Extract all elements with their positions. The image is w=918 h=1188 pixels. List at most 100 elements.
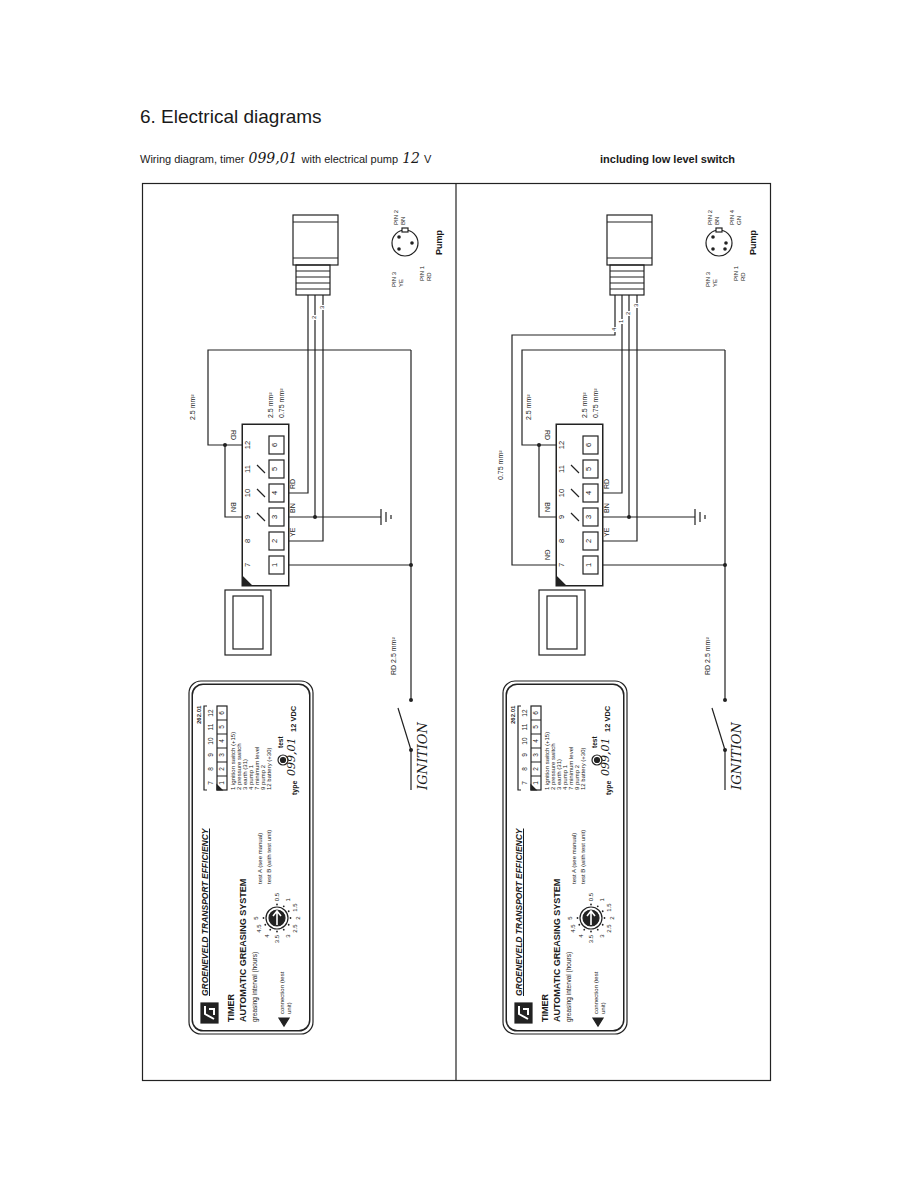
wiring-drawing-part-part <box>263 904 292 933</box>
wiring-drawing-part-part-part <box>276 904 278 906</box>
wiring-drawing-part-part-part <box>590 931 592 933</box>
label-text: 1.5 <box>606 903 613 911</box>
pin-label: PIN 1 RD <box>419 259 432 281</box>
pump-plug: PumpPIN 1 RDPIN 2 BNPIN 3 YE <box>293 195 448 295</box>
label-text: 7 <box>521 776 528 790</box>
label-text: test <box>591 736 598 748</box>
label-text: 1 <box>218 776 225 790</box>
label-text: 2 pressure switch <box>236 743 243 790</box>
wiring-panel: GROENEVELD TRANSPORT EFFICIENCYTIMERAUTO… <box>457 185 769 1080</box>
wiring-drawing-part-part-part <box>290 917 292 919</box>
wire-label: 2.5 mm² <box>189 394 197 420</box>
pin-number: 10 <box>244 481 253 505</box>
handwritten-value: 099,01 <box>249 150 298 166</box>
pin-number: 5 <box>585 457 594 481</box>
handwritten-note: IGNITION <box>730 722 745 790</box>
pin-number: 9 <box>558 505 567 529</box>
handwritten-note: IGNITION <box>416 722 431 790</box>
label-text: 2 pressure switch <box>550 743 557 790</box>
pin-number: 12 <box>244 433 253 457</box>
wiring-drawing-part-part-part <box>597 905 599 907</box>
label-text: TIMER <box>226 994 236 1022</box>
wiring-drawing-part-part-part <box>723 563 727 567</box>
wiring-drawing-part-part <box>217 706 227 790</box>
pin-number: 12 <box>558 433 567 457</box>
page-frame-part <box>143 184 771 1081</box>
label-text: 0.5 <box>588 893 595 901</box>
wiring-drawing-part-part <box>402 228 408 232</box>
wiring-drawing-part-part-part <box>409 563 413 567</box>
wiring-panel: GROENEVELD TRANSPORT EFFICIENCYTIMERAUTO… <box>143 185 455 1080</box>
pin-number: 4 <box>585 481 594 505</box>
pin-number: 3 <box>271 505 280 529</box>
pin-label: PIN 3 YE <box>705 265 718 287</box>
wiring-drawing-part-part-part <box>409 698 413 702</box>
label-text: 8 <box>521 762 528 776</box>
wiring-drawing-part-part <box>204 706 207 790</box>
wiring-drawing-part-part <box>577 904 606 933</box>
pin-number: 8 <box>558 529 567 553</box>
wiring-drawing-part-part <box>269 910 285 926</box>
wire-label: RD <box>603 479 611 489</box>
pin-number: 11 <box>558 457 567 481</box>
label-text: 1 ignition switch (+15) <box>230 732 237 790</box>
label-text: 0.5 <box>274 893 281 901</box>
wiring-drawing-part-part-part <box>269 929 271 931</box>
wiring-drawing-part-part-part <box>577 917 579 919</box>
pin-number: 1 <box>585 553 594 577</box>
wire-label: BN <box>289 503 297 513</box>
subtitle-row: Wiring diagram, timer099,01with electric… <box>140 150 431 166</box>
wiring-drawing-part-part <box>515 1003 532 1023</box>
pin-number: 6 <box>585 433 594 457</box>
label-text: test B (with test unit) <box>266 830 273 884</box>
wiring-drawing-part-part <box>595 758 600 763</box>
wire-number: 3 <box>319 305 326 310</box>
wiring-drawing-part-part <box>519 1006 528 1019</box>
wiring-drawing-part-part <box>593 1018 603 1026</box>
label-text: greasing interval (hours) <box>251 952 258 1022</box>
wiring-drawing-part-part <box>580 907 602 929</box>
wiring-drawing-part-part-part <box>723 698 727 702</box>
wiring-drawing-part-part-part <box>711 247 715 251</box>
wiring-drawing-part-part-part <box>397 235 401 239</box>
wiring-drawing-part-part-part <box>264 924 266 926</box>
subtitle-text: V <box>424 153 431 166</box>
pin-number: 2 <box>271 529 280 553</box>
wiring-drawing-part-part <box>610 271 644 289</box>
wiring-drawing <box>457 185 769 1080</box>
wire-label: RD 2.5 mm² <box>390 637 398 675</box>
label-text: 1 <box>532 776 539 790</box>
wire-label: RD <box>229 430 237 440</box>
label-text: test B (with test unit) <box>580 830 587 884</box>
wiring-drawing-part-part-part <box>723 247 727 251</box>
label-text: connection (test unit) <box>279 970 292 1014</box>
wiring-drawing-part-part-part <box>283 905 285 907</box>
label-text: 5 <box>253 916 260 919</box>
label-text: AUTOMATIC GREASING SYSTEM <box>238 879 248 1022</box>
wiring-drawing-part-part-part <box>410 241 414 245</box>
label-text: 4 pump 1 <box>562 765 569 790</box>
label-text: 10 <box>521 734 528 748</box>
pump-cable <box>288 295 323 541</box>
label-text: TIMER <box>540 994 550 1022</box>
wiring-drawing-part-part <box>607 215 652 265</box>
pin-number: 10 <box>558 481 567 505</box>
wiring-drawing-part-part <box>223 443 413 752</box>
label-text: 1 <box>284 898 291 901</box>
wire-number: 2 <box>311 315 318 320</box>
label-text: 2 <box>295 916 302 919</box>
label-text: 2 <box>532 762 539 776</box>
wire-number: 4 <box>611 327 618 332</box>
wire-label: 2.5 mm² <box>267 392 275 418</box>
label-text: AUTOMATIC GREASING SYSTEM <box>552 879 562 1022</box>
wiring-drawing-part-part-part <box>409 748 413 752</box>
wiring-drawing-part-part <box>706 230 732 256</box>
wire-label: BN <box>603 503 611 513</box>
label-text: 1 <box>598 898 605 901</box>
wire-label: YE <box>603 528 611 537</box>
wiring-drawing-part-part <box>217 720 227 776</box>
label-text: test A (see manual) <box>257 833 264 884</box>
pin-label: Pump <box>434 230 444 255</box>
wiring-drawing-part-part <box>531 706 541 790</box>
wiring-drawing-part-part-part <box>583 929 585 931</box>
